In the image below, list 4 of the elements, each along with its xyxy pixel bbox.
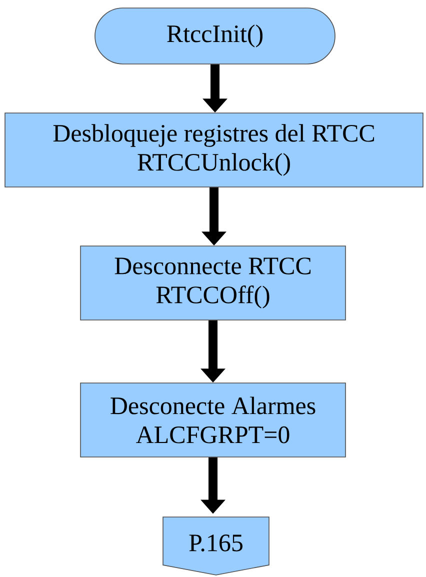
process-box: Desconnecte RTCC RTCCOff() xyxy=(80,246,346,320)
process-box: Desconecte Alarmes ALCFGRPT=0 xyxy=(80,382,346,458)
process-box: Desbloqueje registres del RTCC RTCCUnlock() xyxy=(4,112,424,188)
off-page-connector: P.165 xyxy=(162,516,270,576)
